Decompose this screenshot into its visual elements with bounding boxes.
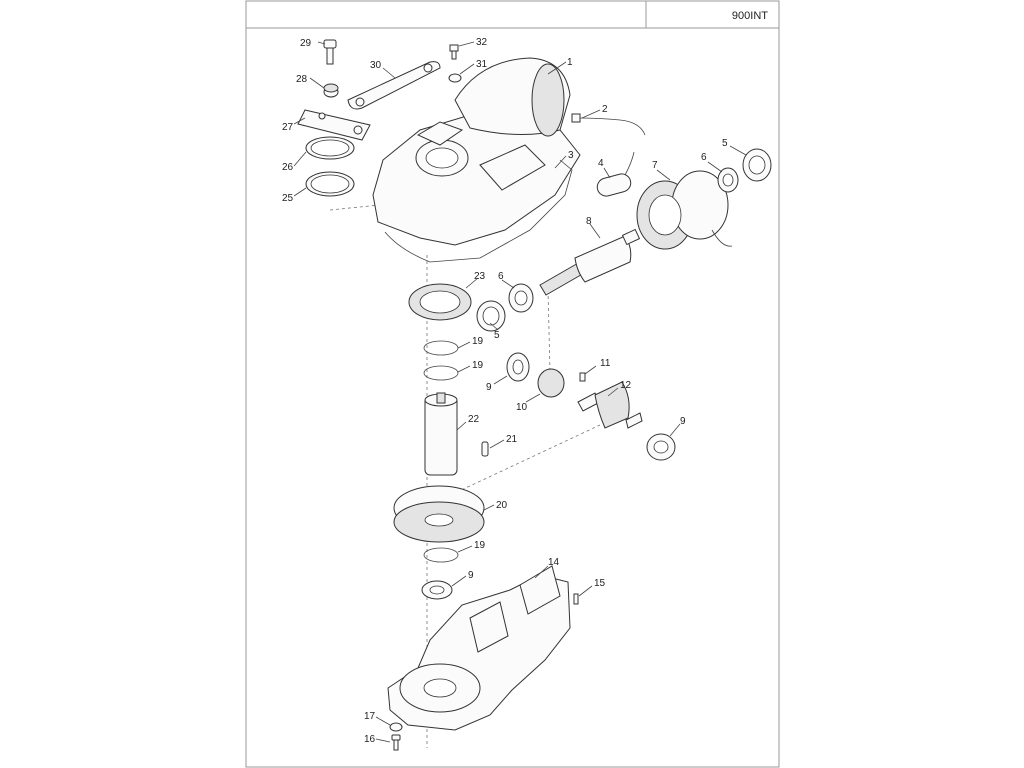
callout-9-c: 9 [468,570,474,581]
callout-15: 15 [594,578,606,589]
arm-30 [347,61,441,110]
upper-housing-1 [372,57,581,246]
washer-31 [448,73,462,83]
worm-shaft-12 [577,381,643,429]
circlip-19-b [423,365,459,381]
callout-14: 14 [548,557,560,568]
circlip-19-c [423,547,459,563]
callout-9-b: 9 [680,416,686,427]
callout-3: 3 [568,150,574,161]
callout-20: 20 [496,500,508,511]
screw-29 [323,39,337,65]
sheet-frame [245,0,780,768]
washer-17 [389,722,403,732]
callout-27: 27 [282,122,294,133]
callout-28: 28 [296,74,308,85]
motor-axis-line [547,289,551,373]
callout-23: 23 [474,271,486,282]
callout-17: 17 [364,711,376,722]
callout-32: 32 [476,37,488,48]
screw-15 [573,593,579,605]
capacitor-4 [596,151,635,197]
callout-30: 30 [370,60,382,71]
o-ring-25-inner [310,174,350,194]
callout-26: 26 [282,162,294,173]
callout-1: 1 [567,57,573,68]
callout-7: 7 [652,160,658,171]
callout-6-lower: 6 [498,271,504,282]
stator-7 [636,170,733,250]
gasket-3 [384,159,573,263]
bearing-23-bore [419,290,461,314]
callout-6-upper: 6 [701,152,707,163]
callout-8: 8 [586,216,592,227]
screw-16 [391,734,401,751]
callout-29: 29 [300,38,312,49]
bearing-9-b-bore [653,440,669,454]
callout-19-b: 19 [472,360,484,371]
leader-lines [293,41,747,743]
seal-5-upper-bore [748,155,766,175]
circlip-19-a [423,340,459,356]
callout-2: 2 [602,104,608,115]
callout-5-upper: 5 [722,138,728,149]
key-11 [579,372,586,382]
callout-5-lower: 5 [494,330,500,341]
callout-16: 16 [364,734,376,745]
bearing-6-upper-bore [722,173,734,187]
o-ring-26-inner [310,139,350,157]
callout-19-c: 19 [474,540,486,551]
callout-25: 25 [282,193,294,204]
lower-housing-14 [387,565,571,731]
callout-22: 22 [468,414,480,425]
callout-12: 12 [620,380,632,391]
grease-nipple-32 [449,44,459,60]
cable-2 [575,117,646,136]
bearing-9-c-bore [429,585,445,595]
cable-gland-2 [571,113,581,123]
callout-21: 21 [506,434,518,445]
pinion-10 [537,368,565,398]
gear-wheel-20 [393,485,485,543]
bracket-27 [297,109,371,141]
bearing-9-a-bore [512,359,524,375]
callout-31: 31 [476,59,488,70]
seal-5-lower-bore [482,306,500,326]
callout-19-a: 19 [472,336,484,347]
gear-axis-line [439,424,601,501]
callout-11: 11 [600,358,611,369]
rotor-8 [539,228,641,296]
callout-4: 4 [598,158,604,169]
callout-10: 10 [516,402,528,413]
spacer-28 [323,83,339,98]
pin-21 [481,441,489,457]
model-code: 900INT [732,10,768,22]
output-shaft-22 [424,392,458,476]
bearing-6-lower-bore [514,290,528,306]
callout-9-a: 9 [486,382,492,393]
